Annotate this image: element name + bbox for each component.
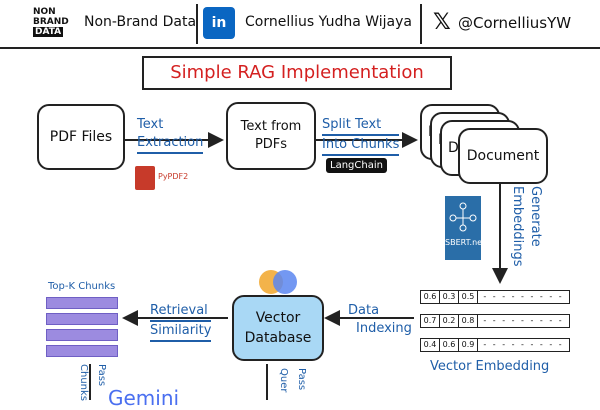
edge-pass-query-line-2: Quer [278,368,289,393]
edge-text-extraction-line-1: Text [137,117,164,132]
pypdf-label: PyPDF2 [158,172,189,181]
chunk-bar [46,329,118,341]
edge-text-extraction: Text Extraction [137,116,204,154]
langchain-label: LangChain [330,160,383,171]
edge-split-text: Split Text Into Chunks [322,116,400,156]
edge-pass-query-line-1: Pass [296,368,307,391]
node-text-from-pdfs-label: Text from PDFs [240,119,302,152]
node-vector-database-label: Vector Database [244,310,312,346]
edge-data-indexing-line-1: Data [348,303,380,318]
doc-stack-3-label: D [448,140,459,156]
vector-cell: 0.2 [440,315,459,327]
sbert-icon: SBERT.net [445,196,486,260]
db-icon-blob-blue [273,270,297,294]
vector-cell: 0.5 [459,291,478,303]
edge-generate-embeddings: Generate Embeddings [508,186,544,280]
node-document-label: Document [466,148,540,164]
vector-cell: 0.4 [421,339,440,351]
sbert-label: SBERT.net [445,238,486,247]
brand-logo: NON BRAND DATA [33,7,69,37]
vector-cell: 0.7 [421,315,440,327]
edge-split-text-line-2: Into Chunks [322,136,400,156]
node-pdf-files-label: PDF Files [49,129,113,145]
vector-cell: 0.6 [421,291,440,303]
linkedin-icon[interactable]: in [203,7,235,39]
vector-cell: 0.6 [440,339,459,351]
connector-layer [89,132,508,400]
edge-pass-chunks-line-2: Chunks [78,364,89,401]
author-name: Cornellius Yudha Wijaya [245,14,412,30]
brand-name: Non-Brand Data [84,14,197,30]
twitter-handle[interactable]: @CornelliusYW [458,14,572,32]
gemini-logo: Gemini [108,386,180,410]
x-logo-icon[interactable]: 𝕏 [433,10,451,35]
vector-row-2: 0.7 0.2 0.8 - - - - - - - - - [420,314,570,328]
edge-retrieval-similarity-line-2: Similarity [150,322,212,342]
vector-embedding-label: Vector Embedding [430,359,550,374]
header-bar: NON BRAND DATA Non-Brand Data in Cornell… [0,0,600,49]
langchain-badge: LangChain [326,158,387,173]
logo-line-1: NON [33,7,56,17]
node-text-from-pdfs: Text from PDFs [226,102,316,170]
edge-generate-embeddings-line-1: Generate [528,186,543,247]
node-document: Document [458,128,548,184]
edge-pass-query: Pass Quer [274,368,310,400]
vector-cell: 0.3 [440,291,459,303]
edge-text-extraction-line-2: Extraction [137,134,204,154]
header-divider-2 [420,4,422,44]
vector-row-1: 0.6 0.3 0.5 - - - - - - - - - [420,290,570,304]
logo-line-2: BRAND [33,17,69,27]
pypdf-icon [135,166,155,190]
chunk-bar [46,345,118,357]
edge-data-indexing: Data Indexing [348,302,412,338]
chunk-bar [46,297,118,309]
vector-cell: 0.8 [459,315,478,327]
chunk-bar [46,313,118,325]
edge-retrieval-similarity-line-1: Retrieval [150,302,212,322]
edge-data-indexing-line-2: Indexing [356,321,412,336]
vector-dashes: - - - - - - - - - [483,292,564,301]
node-pdf-files: PDF Files [37,104,125,170]
vector-dashes: - - - - - - - - - [483,316,564,325]
vector-row-3: 0.4 0.6 0.9 - - - - - - - - - [420,338,570,352]
edge-pass-chunks: Pass Chunks [74,364,110,401]
node-vector-database: Vector Database [232,295,324,361]
vector-cell: 0.9 [459,339,478,351]
header-divider-1 [196,4,198,44]
vector-dashes: - - - - - - - - - [483,340,564,349]
edge-split-text-line-1: Split Text [322,116,400,136]
diagram-title-text: Simple RAG Implementation [170,62,424,83]
edge-pass-chunks-line-1: Pass [96,364,107,387]
edge-generate-embeddings-line-2: Embeddings [510,186,525,267]
edge-retrieval-similarity: Retrieval Similarity [150,302,212,342]
sbert-graph-icon [449,202,477,232]
logo-line-3: DATA [33,27,64,37]
topk-label: Top-K Chunks [48,281,116,292]
diagram-title: Simple RAG Implementation [142,56,452,90]
